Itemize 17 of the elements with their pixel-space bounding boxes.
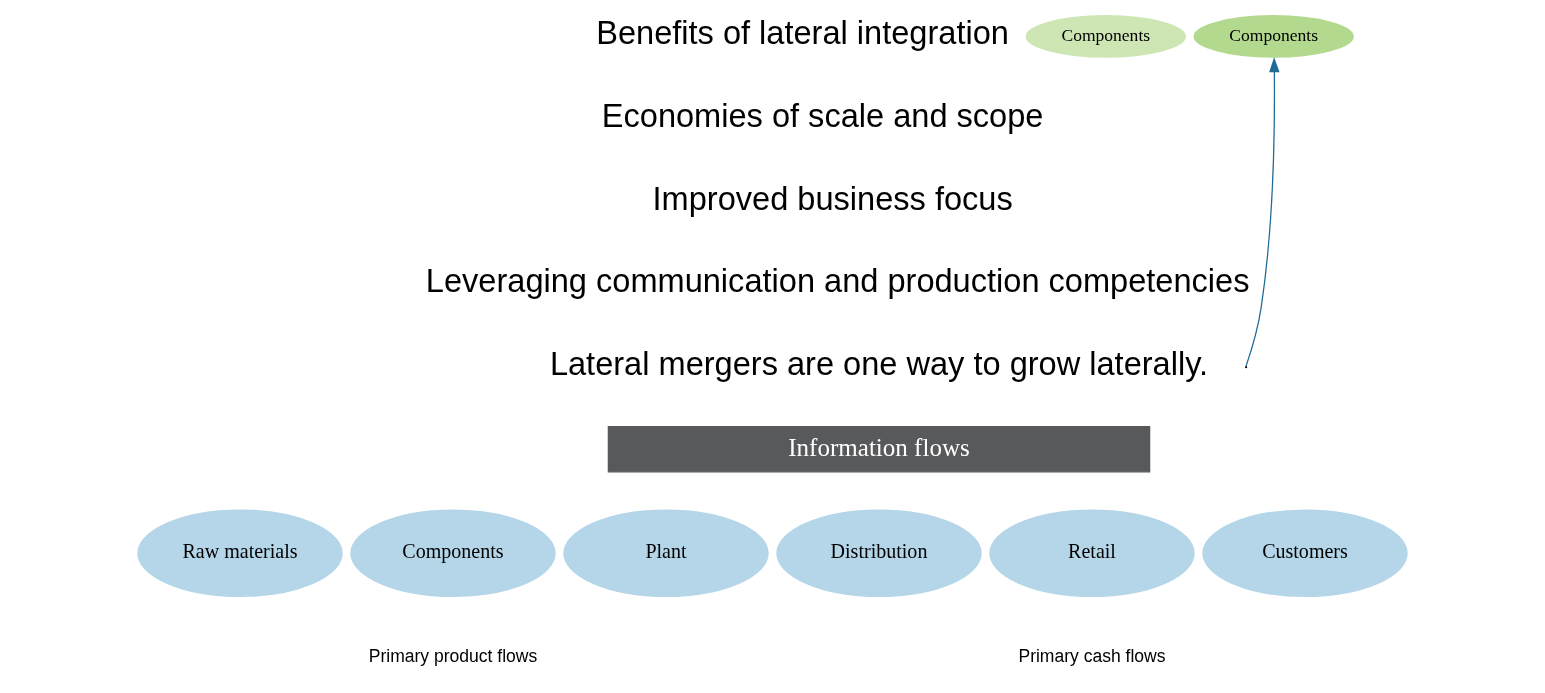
node-ellipse: Components: [1191, 12, 1357, 61]
node-ellipse: Plant: [560, 506, 772, 600]
node-ellipse: Components: [1023, 12, 1189, 61]
node-ellipse: Retail: [986, 506, 1198, 600]
label: Primary product flows: [368, 645, 538, 666]
label: Benefits of lateral integration: [596, 15, 1009, 52]
label: Leveraging communication and production competencies: [425, 263, 1250, 300]
label: Improved business focus: [652, 180, 1013, 217]
node-ellipse: Components: [347, 506, 559, 600]
label: Primary cash flows: [1018, 645, 1166, 666]
label: Economies of scale and scope: [601, 97, 1044, 134]
label: Lateral mergers are one way to grow laterally.: [549, 346, 1209, 383]
node-box: Information flows: [607, 426, 1151, 473]
node-ellipse: Distribution: [773, 506, 985, 600]
node-ellipse: Raw materials: [134, 506, 346, 600]
node-ellipse: Customers: [1199, 506, 1411, 600]
arrow: [1245, 57, 1280, 367]
